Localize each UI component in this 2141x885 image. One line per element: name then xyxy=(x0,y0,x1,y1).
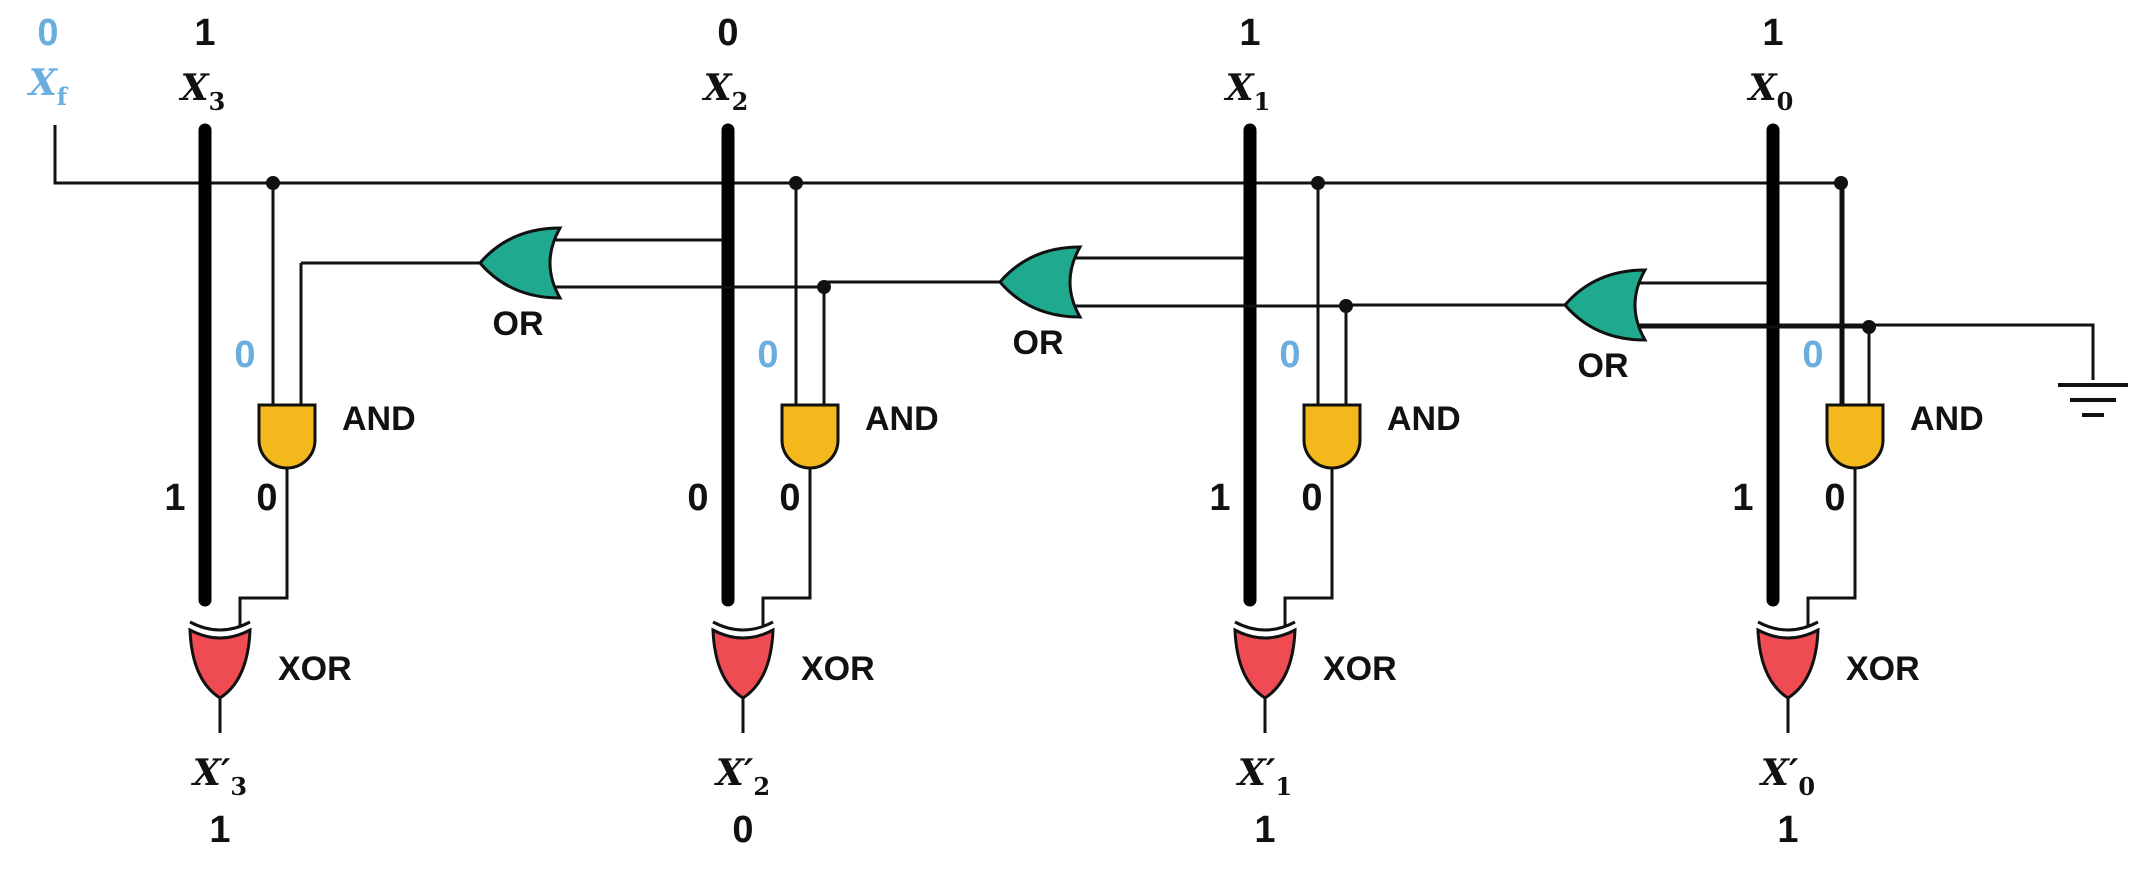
junction-dot xyxy=(1862,320,1876,334)
stage-top-value: 1 xyxy=(1239,12,1260,54)
stage-top-value: 1 xyxy=(194,12,215,54)
and-gate-icon xyxy=(1302,403,1362,470)
stage-input-label: X2 xyxy=(702,67,749,116)
and-output-wire xyxy=(238,468,289,625)
and-label: AND xyxy=(342,400,416,438)
xor-label: XOR xyxy=(1323,650,1397,688)
ground-wire xyxy=(1625,323,2095,380)
xor-back-curve xyxy=(1757,620,1819,632)
stage-output-label: X′3 xyxy=(191,752,247,801)
stage-input-label: X3 xyxy=(179,67,226,116)
stage-output-label: X′1 xyxy=(1236,752,1292,801)
xf-wire xyxy=(53,125,1845,420)
xor-gate-icon xyxy=(1233,627,1297,700)
bus-value: 1 xyxy=(1732,477,1753,519)
ground-icon xyxy=(2058,383,2128,417)
xf-value: 0 xyxy=(37,12,58,54)
and-label: AND xyxy=(865,400,939,438)
stage-top-value: 1 xyxy=(1762,12,1783,54)
or-gate-group: OR xyxy=(301,226,831,343)
or-label: OR xyxy=(1578,347,1629,385)
and-output-wire xyxy=(1806,468,1857,625)
bus-value: 1 xyxy=(1209,477,1230,519)
or-label: OR xyxy=(1013,324,1064,362)
xor-back-curve xyxy=(712,620,774,632)
and-gate-icon xyxy=(780,403,840,470)
or-gate-icon xyxy=(478,226,563,300)
xor-gate-icon xyxy=(1756,627,1820,700)
and-label: AND xyxy=(1910,400,1984,438)
stage-output-value: 1 xyxy=(209,809,230,851)
and-in-value: 0 xyxy=(757,334,778,376)
xor-back-curve xyxy=(1234,620,1296,632)
bus-value: 1 xyxy=(164,477,185,519)
xor-gate-icon xyxy=(711,627,775,700)
junction-dot xyxy=(1834,176,1848,190)
stage-output-value: 1 xyxy=(1254,809,1275,851)
and-out-value: 0 xyxy=(779,477,800,519)
stage-output-value: 1 xyxy=(1777,809,1798,851)
stage-input-label: X0 xyxy=(1747,67,1794,116)
xor-back-curve xyxy=(189,620,251,632)
bus-value: 0 xyxy=(687,477,708,519)
and-label: AND xyxy=(1387,400,1461,438)
and-output-wire xyxy=(1283,468,1334,625)
and-gate-icon xyxy=(257,403,317,470)
junction-dot xyxy=(1311,176,1325,190)
and-gate-icon xyxy=(1825,403,1885,470)
or-gate-group: OR xyxy=(1346,268,1876,385)
and-out-value: 0 xyxy=(1824,477,1845,519)
stage-output-label: X′0 xyxy=(1759,752,1815,801)
and-in-value: 0 xyxy=(1279,334,1300,376)
and-in-value: 0 xyxy=(1802,334,1823,376)
and-out-value: 0 xyxy=(256,477,277,519)
stage-output-label: X′2 xyxy=(714,752,770,801)
xor-label: XOR xyxy=(1846,650,1920,688)
xor-label: XOR xyxy=(801,650,875,688)
stage-top-value: 0 xyxy=(717,12,738,54)
or-label: OR xyxy=(493,305,544,343)
or-gate-group: OR xyxy=(824,245,1353,362)
or-gate-icon xyxy=(1563,268,1648,342)
and-output-wire xyxy=(761,468,812,625)
xor-label: XOR xyxy=(278,650,352,688)
xf-label: Xf xyxy=(27,62,69,111)
junction-dot xyxy=(266,176,280,190)
junction-dot xyxy=(789,176,803,190)
or-gate-icon xyxy=(998,245,1083,319)
xor-gate-icon xyxy=(188,627,252,700)
stage-input-label: X1 xyxy=(1224,67,1271,116)
and-out-value: 0 xyxy=(1301,477,1322,519)
and-in-value: 0 xyxy=(234,334,255,376)
stage-output-value: 0 xyxy=(732,809,753,851)
